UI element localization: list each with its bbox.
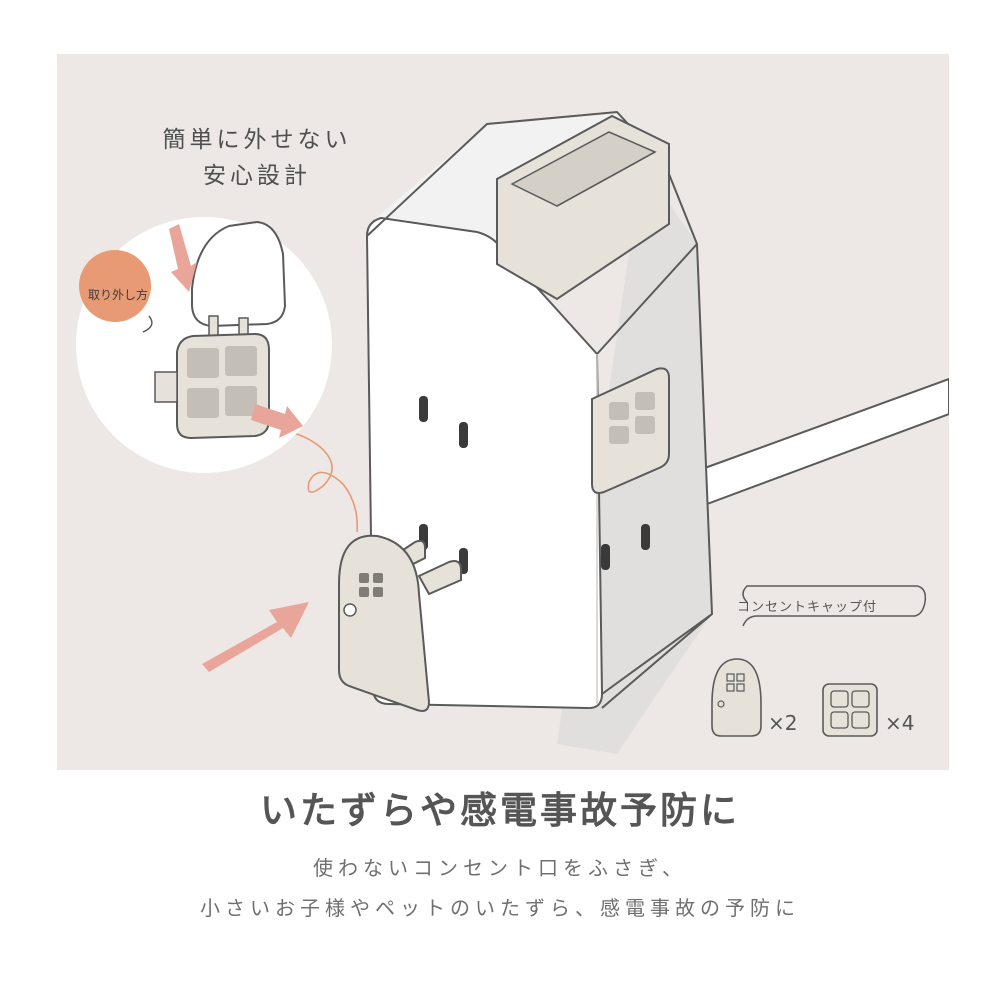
removal-badge-circle [79, 250, 151, 322]
window-cap-installed [591, 367, 670, 494]
door-cap-quantity: ×2 [768, 711, 798, 735]
insert-direction-arrow [202, 602, 309, 672]
safety-callout-line1: 簡単に外せない [162, 127, 352, 153]
window-cap-quantity: ×4 [885, 711, 915, 735]
door-cap-removed [338, 534, 431, 712]
safety-callout: 簡単に外せない 安心設計 [127, 122, 387, 194]
body-copy-line2: 小さいお子様やペットのいたずら、感電事故の予防に [200, 896, 800, 920]
body-copy-line1: 使わないコンセント口をふさぎ、 [313, 856, 687, 880]
power-strip-illustration [76, 110, 949, 754]
door-cap-icon [711, 658, 762, 737]
removal-method-inset [76, 217, 332, 473]
side-outlet-bottom [601, 524, 650, 570]
power-cord [700, 377, 949, 506]
accessory-label: コンセントキャップ付 [737, 600, 878, 615]
safety-callout-line2: 安心設計 [203, 163, 311, 189]
roof-chimney [496, 114, 670, 301]
body-copy: 使わないコンセント口をふさぎ、 小さいお子様やペットのいたずら、感電事故の予防に [0, 848, 1000, 928]
headline: いたずらや感電事故予防に [260, 789, 740, 832]
front-outlet-top [419, 396, 468, 448]
removal-badge-label: 取り外し方 [87, 288, 148, 302]
accessory-callout [711, 585, 927, 737]
product-illustration-panel: 簡単に外せない 安心設計 取り外し方 コンセントキャップ付 ×2 ×4 [57, 54, 949, 770]
window-cap-icon [822, 683, 878, 737]
squiggle-connector [266, 432, 359, 533]
